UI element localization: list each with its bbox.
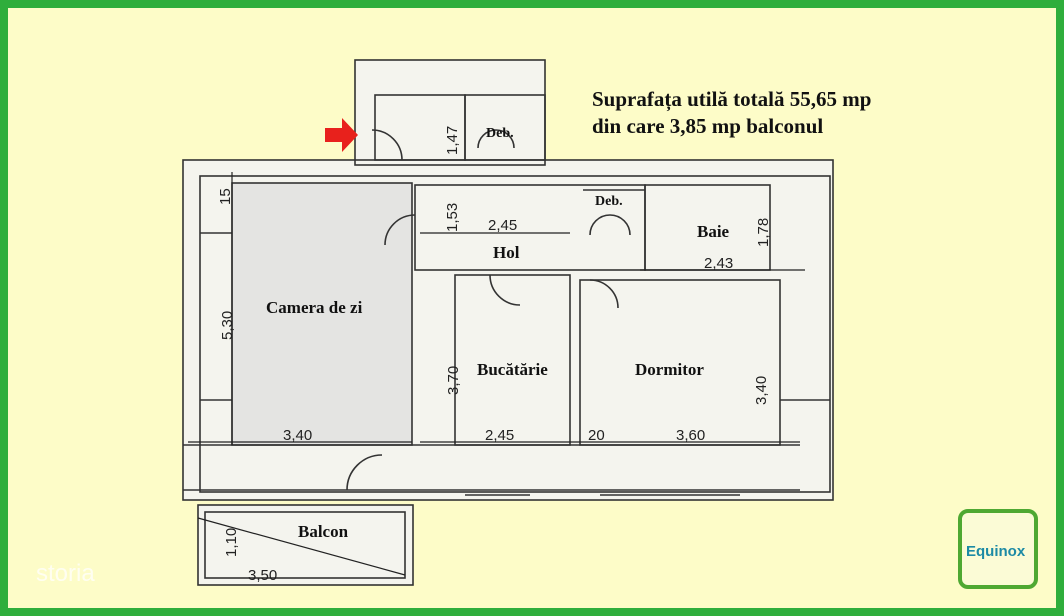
room-label-hall: Hol: [493, 243, 520, 262]
room-label-living: Camera de zi: [266, 298, 363, 317]
arrow-right-icon: [325, 118, 358, 152]
dim-kitchen-width: 2,45: [485, 427, 514, 444]
dim-living-thick: 15: [217, 188, 234, 205]
dim-kitchen-height: 3,70: [445, 366, 462, 395]
dim-hall-height: 1,53: [444, 203, 461, 232]
living-room-floor: [232, 183, 412, 445]
room-label-kitchen: Bucătărie: [477, 360, 548, 379]
dim-living-width: 3,40: [283, 427, 312, 444]
storia-watermark: storia: [36, 560, 95, 587]
area-summary-total: Suprafața utilă totală 55,65 mp: [592, 87, 872, 111]
room-label-bath: Baie: [697, 222, 730, 241]
dim-wall-20: 20: [588, 427, 605, 444]
walls: [182, 59, 834, 586]
room-label-storage-1: Deb.: [486, 126, 514, 141]
dim-bath-height: 1,78: [755, 218, 772, 247]
dim-hall-width: 2,45: [488, 217, 517, 234]
area-summary-balcony: din care 3,85 mp balconul: [592, 114, 824, 138]
room-label-bedroom: Dormitor: [635, 360, 704, 379]
dim-bath-width: 2,43: [704, 255, 733, 272]
dim-bedroom-height: 3,40: [753, 376, 770, 405]
dim-living-height: 5,30: [219, 311, 236, 340]
room-label-storage-2: Deb.: [595, 194, 623, 209]
dim-balcony-width: 3,50: [248, 567, 277, 584]
dim-entry-height: 1,47: [444, 126, 461, 155]
balcony-background: [198, 505, 413, 585]
area-summary: Suprafața utilă totală 55,65 mp din care…: [592, 86, 871, 140]
equinox-logo: Equinox: [958, 509, 1038, 589]
dim-bedroom-width: 3,60: [676, 427, 705, 444]
room-label-balcony: Balcon: [298, 522, 349, 541]
dimension-lines: [188, 172, 805, 576]
dim-balcony-height: 1,10: [223, 528, 240, 557]
logo-text: Equinox: [966, 543, 1026, 560]
